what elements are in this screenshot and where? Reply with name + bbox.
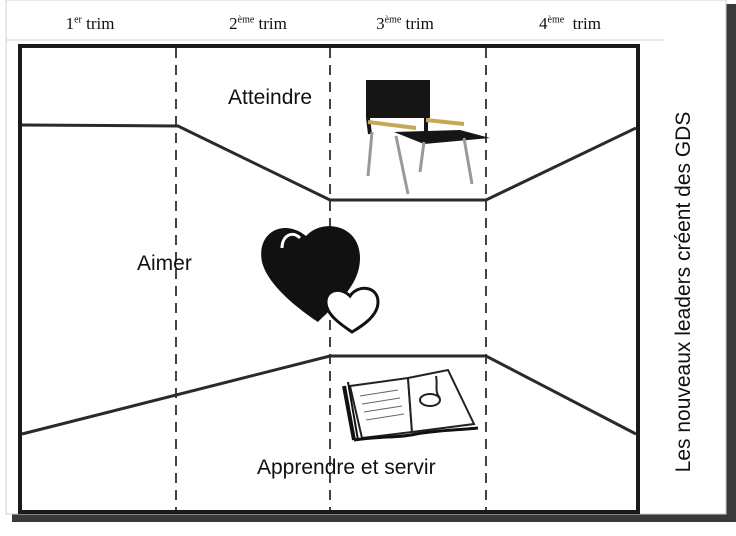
zone-label-bottom: Apprendre et servir	[257, 456, 436, 479]
upper-boundary	[21, 123, 637, 202]
trimester-2-header: 2ème trim	[229, 14, 287, 33]
heart-icon	[261, 226, 380, 334]
trimester-3-header: 3ème trim	[376, 14, 434, 33]
zone-label-top: Atteindre	[228, 86, 313, 109]
chair-icon	[366, 80, 490, 195]
lower-boundary	[21, 354, 637, 436]
open-book-icon	[342, 368, 479, 442]
side-label: Les nouveaux leaders créent des GDS	[672, 111, 695, 473]
zone-label-middle: Aimer	[137, 252, 192, 275]
trimester-4-header: 4ème trim	[539, 14, 601, 33]
trimester-1-header: 1er trim	[65, 14, 115, 33]
inner-box	[18, 44, 640, 514]
